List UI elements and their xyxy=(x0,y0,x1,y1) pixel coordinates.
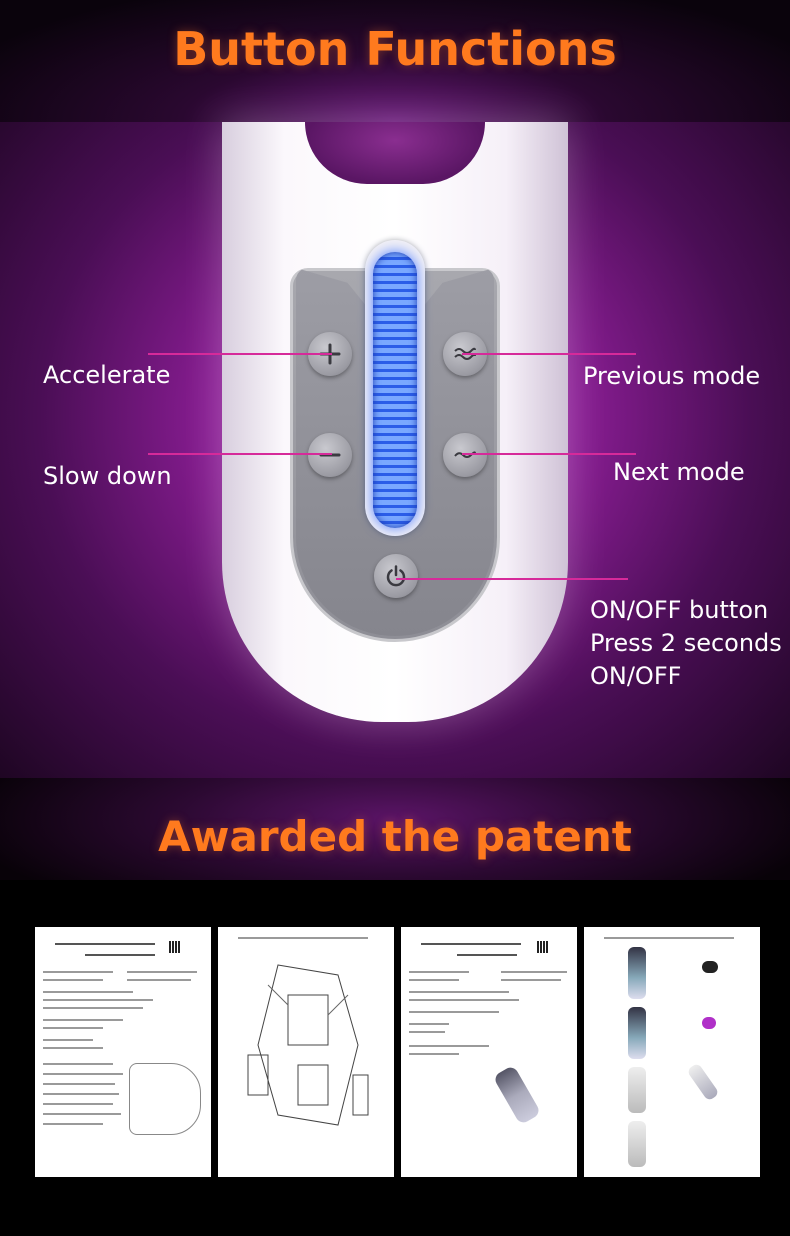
power-label-line3: ON/OFF xyxy=(590,662,682,690)
accelerate-pointer-line xyxy=(148,353,332,355)
product-photo xyxy=(628,1007,646,1059)
top-banner xyxy=(0,0,790,122)
power-label-line1: ON/OFF button xyxy=(590,596,769,624)
power-icon xyxy=(386,565,406,587)
qr-code xyxy=(169,941,181,953)
previous-mode-label: Previous mode xyxy=(583,362,761,390)
next-mode-pointer-line xyxy=(462,453,636,455)
product-photo xyxy=(628,1067,646,1113)
slow-down-pointer-line xyxy=(148,453,332,455)
next-mode-button[interactable] xyxy=(443,433,487,477)
accelerate-label: Accelerate xyxy=(43,361,171,389)
qr-code xyxy=(537,941,549,953)
product-photo xyxy=(702,1017,716,1029)
button-functions-title: Button Functions xyxy=(173,22,617,76)
patent-document-drawing xyxy=(218,927,394,1177)
power-button[interactable] xyxy=(374,554,418,598)
patent-drawing-thumb xyxy=(129,1063,201,1135)
slow-down-label: Slow down xyxy=(43,462,172,490)
next-mode-label: Next mode xyxy=(613,458,745,486)
patent-document-photos xyxy=(584,927,760,1177)
minus-icon xyxy=(319,453,341,457)
led-indicator-bar xyxy=(373,252,417,528)
patent-document-utility-model xyxy=(35,927,211,1177)
power-label: ON/OFF button Press 2 seconds ON/OFF xyxy=(590,594,782,693)
wave-single-icon xyxy=(454,451,476,458)
patent-document-design xyxy=(401,927,577,1177)
patent-banner xyxy=(0,778,790,880)
patent-product-thumb xyxy=(492,1064,542,1126)
slow-down-button[interactable] xyxy=(308,433,352,477)
product-photo xyxy=(702,961,718,973)
product-photo xyxy=(628,1121,646,1167)
device-top-lens xyxy=(305,122,485,184)
product-photo xyxy=(686,1062,720,1102)
patent-title: Awarded the patent xyxy=(158,812,632,861)
power-pointer-line xyxy=(396,578,628,580)
product-photo xyxy=(628,947,646,999)
patent-exploded-drawing xyxy=(247,964,369,1126)
power-label-line2: Press 2 seconds xyxy=(590,629,782,657)
previous-mode-pointer-line xyxy=(462,353,636,355)
